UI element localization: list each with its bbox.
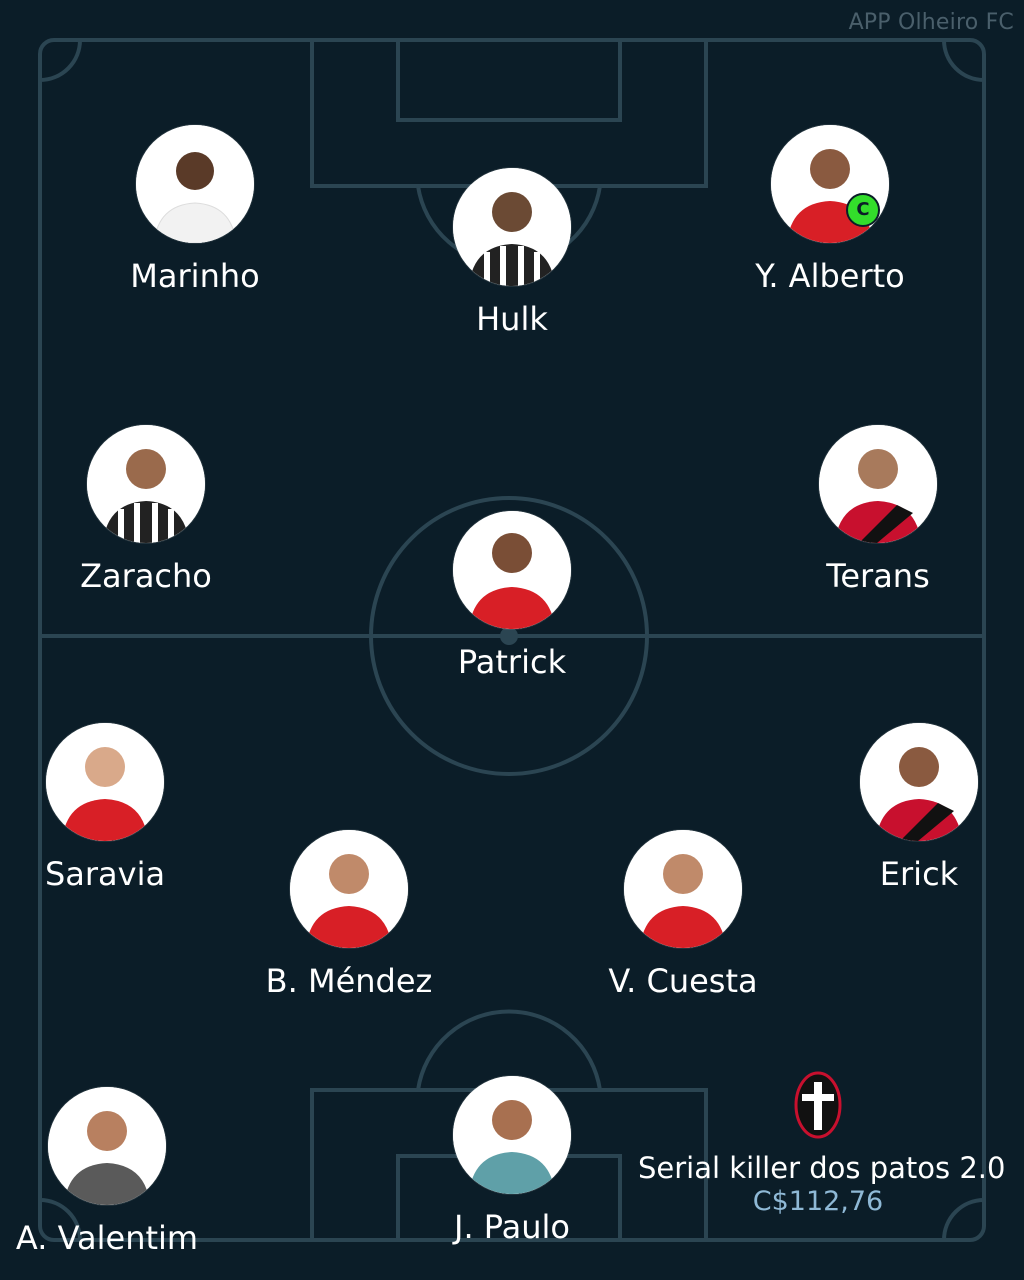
app-watermark: APP Olheiro FC xyxy=(848,10,1014,35)
player-photo xyxy=(771,125,889,243)
top-goal-area xyxy=(396,38,622,122)
player-name: Erick xyxy=(879,855,959,893)
bottom-penalty-arc xyxy=(416,1009,602,1091)
player-card[interactable]: J. Paulo xyxy=(412,1076,612,1246)
player-card[interactable]: C Y. Alberto xyxy=(730,125,930,295)
captain-badge: C xyxy=(846,193,880,227)
player-photo xyxy=(624,830,742,948)
player-photo xyxy=(860,723,978,841)
team-name: Serial killer dos patos 2.0 xyxy=(638,1151,1006,1185)
player-name: J. Paulo xyxy=(454,1208,570,1246)
player-card[interactable]: Marinho xyxy=(95,125,295,295)
player-name: B. Méndez xyxy=(265,962,433,1000)
player-card[interactable]: Erick xyxy=(819,723,1019,893)
player-card[interactable]: Hulk xyxy=(412,168,612,338)
player-name: Y. Alberto xyxy=(755,257,905,295)
player-card[interactable]: Terans xyxy=(778,425,978,595)
player-photo xyxy=(136,125,254,243)
player-card[interactable]: Zaracho xyxy=(46,425,246,595)
player-name: Terans xyxy=(826,557,930,595)
player-photo xyxy=(46,723,164,841)
player-name: Hulk xyxy=(476,300,548,338)
team-info: Serial killer dos patos 2.0 C$112,76 xyxy=(638,1070,1006,1218)
player-card[interactable]: Patrick xyxy=(412,511,612,681)
player-card[interactable]: A. Valentim xyxy=(7,1087,207,1257)
top-penalty-area xyxy=(310,38,708,188)
player-photo xyxy=(87,425,205,543)
player-card[interactable]: V. Cuesta xyxy=(583,830,783,1000)
player-card[interactable]: Saravia xyxy=(5,723,205,893)
center-spot xyxy=(500,627,518,645)
player-photo xyxy=(290,830,408,948)
player-photo xyxy=(48,1087,166,1205)
team-value: C$112,76 xyxy=(752,1186,884,1217)
player-photo xyxy=(453,511,571,629)
player-photo xyxy=(453,168,571,286)
player-photo xyxy=(453,1076,571,1194)
player-photo xyxy=(819,425,937,543)
player-card[interactable]: B. Méndez xyxy=(249,830,449,1000)
player-name: Patrick xyxy=(457,643,567,681)
player-name: Saravia xyxy=(44,855,166,893)
center-circle xyxy=(369,496,649,776)
player-name: Marinho xyxy=(130,257,260,295)
black-white-cross-shield-icon xyxy=(794,1071,842,1139)
player-name: Zaracho xyxy=(80,557,212,595)
player-name: V. Cuesta xyxy=(608,962,758,1000)
player-name: A. Valentim xyxy=(15,1219,199,1257)
